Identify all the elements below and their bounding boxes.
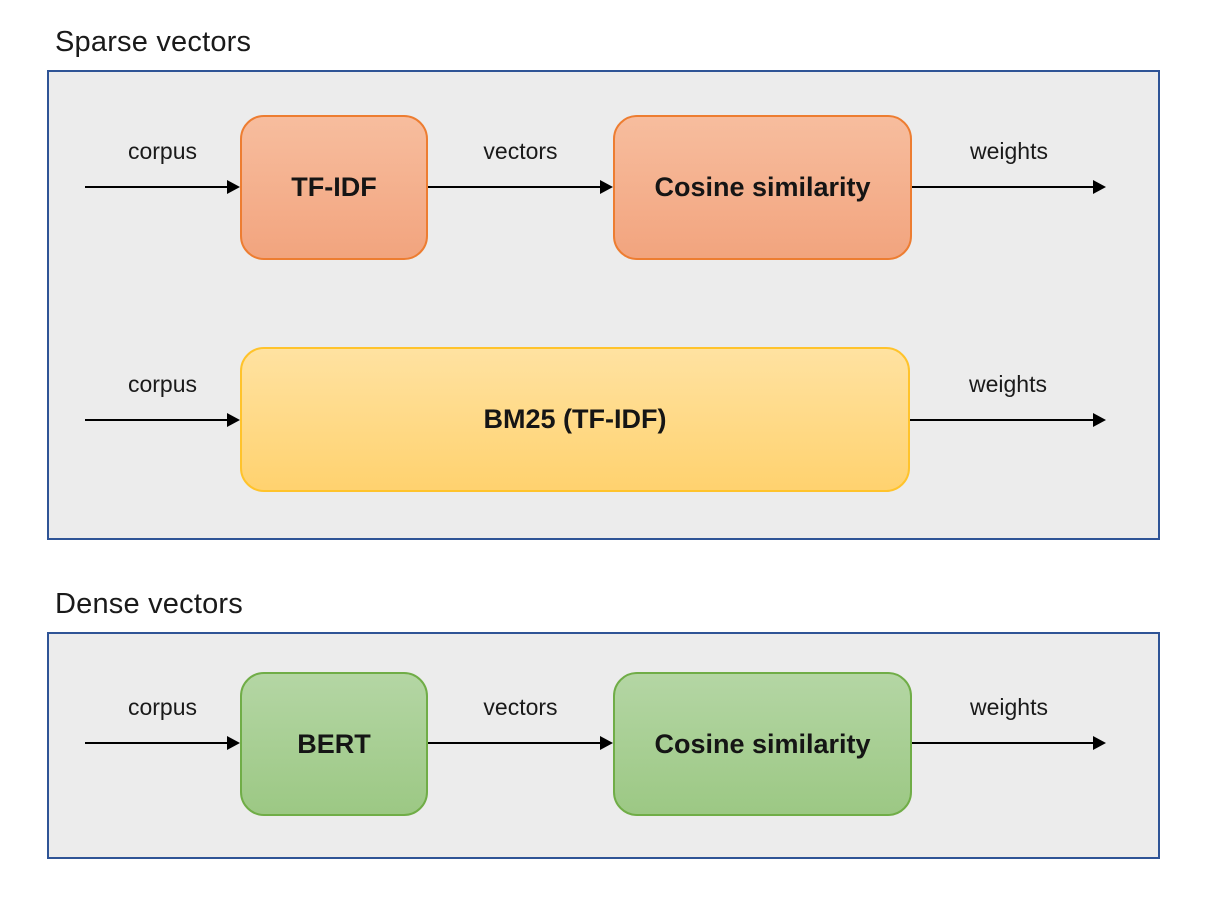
flow-arrow [428, 180, 613, 194]
edge-label-weights: weights [970, 694, 1048, 720]
node-bert: BERT [240, 672, 428, 816]
arrow-line [85, 419, 231, 421]
edge-label-weights: weights [970, 138, 1048, 164]
flow-arrow [912, 180, 1106, 194]
arrow-line [85, 186, 231, 188]
arrow-head-icon [1093, 180, 1106, 194]
edge-label-weights: weights [969, 371, 1047, 397]
arrow-head-icon [600, 180, 613, 194]
arrow-line [428, 742, 604, 744]
edge-label-vectors: vectors [483, 138, 558, 164]
arrow-line [910, 419, 1097, 421]
section-title-dense: Dense vectors [55, 588, 243, 620]
arrow-head-icon [1093, 736, 1106, 750]
arrow-head-icon [600, 736, 613, 750]
node-cosine-dense-label: Cosine similarity [654, 728, 871, 759]
node-cosine-sparse-label: Cosine similarity [654, 172, 871, 202]
node-tfidf: TF-IDF [240, 115, 428, 260]
arrow-head-icon [227, 736, 240, 750]
arrow-line [428, 186, 604, 188]
arrow-line [912, 186, 1097, 188]
node-bert-label: BERT [297, 728, 371, 759]
node-bm25: BM25 (TF-IDF) [240, 347, 910, 492]
edge-label-corpus: corpus [127, 138, 198, 164]
flow-arrow [428, 736, 613, 750]
flow-arrow [85, 736, 240, 750]
flow-arrow [910, 413, 1106, 427]
flow-arrow [85, 413, 240, 427]
flow-arrow [85, 180, 240, 194]
node-tfidf-label: TF-IDF [291, 172, 377, 202]
node-cosine-dense: Cosine similarity [613, 672, 912, 816]
arrow-line [912, 742, 1097, 744]
section-title-sparse: Sparse vectors [55, 26, 252, 58]
node-cosine-sparse: Cosine similarity [613, 115, 912, 260]
edge-label-corpus: corpus [127, 371, 198, 397]
flow-arrow [912, 736, 1106, 750]
arrow-line [85, 742, 231, 744]
edge-label-vectors: vectors [483, 694, 558, 720]
arrow-head-icon [227, 180, 240, 194]
arrow-head-icon [1093, 413, 1106, 427]
arrow-head-icon [227, 413, 240, 427]
edge-label-corpus: corpus [127, 694, 198, 720]
node-bm25-label: BM25 (TF-IDF) [483, 404, 667, 434]
